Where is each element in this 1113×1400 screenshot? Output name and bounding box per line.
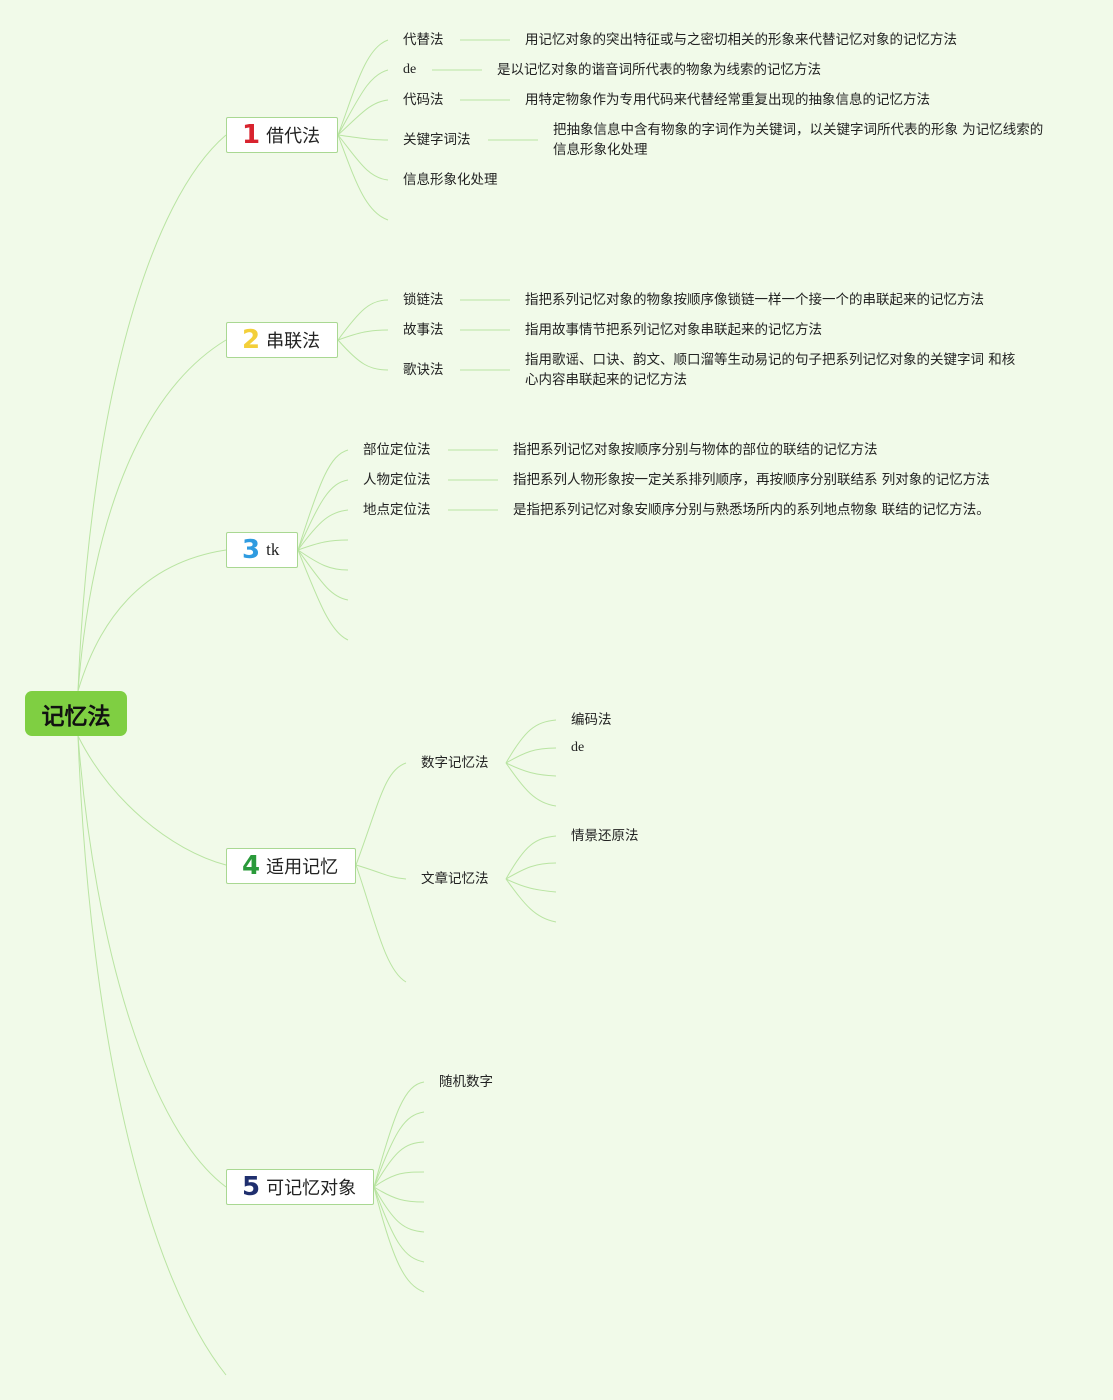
branch-node-4[interactable]: 4 适用记忆 — [226, 848, 356, 884]
topic-label[interactable]: 关键字词法 — [403, 132, 471, 148]
topic-label[interactable]: 信息形象化处理 — [403, 172, 498, 188]
topic-label[interactable]: 故事法 — [403, 322, 444, 338]
topic-label[interactable]: 歌诀法 — [403, 362, 444, 378]
subtopic-label[interactable]: 情景还原法 — [571, 828, 639, 844]
topic-label[interactable]: de — [403, 62, 417, 77]
subgroup-label[interactable]: 文章记忆法 — [421, 871, 489, 887]
topic-label[interactable]: 人物定位法 — [363, 472, 431, 488]
subgroup-label[interactable]: 数字记忆法 — [421, 755, 489, 771]
topic-description: 把抽象信息中含有物象的字词作为关键词，以关键字词所代表的形象 为记忆线索的信息形… — [553, 122, 1044, 158]
branch-label-1: 借代法 — [266, 126, 321, 147]
topic-description: 用特定物象作为专用代码来代替经常重复出现的抽象信息的记忆方法 — [525, 92, 930, 108]
topic-description: 是以记忆对象的谐音词所代表的物象为线索的记忆方法 — [497, 62, 821, 78]
branch-number-2: 2 — [242, 325, 261, 355]
topic-label[interactable]: 随机数字 — [439, 1074, 493, 1090]
branch-node-1[interactable]: 1 借代法 — [226, 117, 338, 153]
topic-description: 指把系列记忆对象的物象按顺序像锁链一样一个接一个的串联起来的记忆方法 — [525, 292, 984, 308]
topic-description: 指把系列人物形象按一定关系排列顺序，再按顺序分别联结系 列对象的记忆方法 — [513, 472, 990, 488]
branch-label-3: tk — [266, 540, 280, 559]
branch-number-5: 5 — [242, 1172, 261, 1202]
topic-label[interactable]: 地点定位法 — [363, 502, 431, 518]
topic-label[interactable]: 锁链法 — [403, 292, 444, 308]
branch-node-5[interactable]: 5 可记忆对象 — [226, 1169, 374, 1205]
topic-description: 指用歌谣、口诀、韵文、顺口溜等生动易记的句子把系列记忆对象的关键字词 和核心内容… — [525, 352, 1016, 388]
topic-label[interactable]: 部位定位法 — [363, 442, 431, 458]
root-label: 记忆法 — [41, 703, 111, 730]
branch-number-3: 3 — [242, 535, 261, 565]
branch-label-2: 串联法 — [266, 331, 321, 352]
topic-description: 指用故事情节把系列记忆对象串联起来的记忆方法 — [525, 322, 822, 338]
topic-description: 用记忆对象的突出特征或与之密切相关的形象来代替记忆对象的记忆方法 — [525, 32, 957, 48]
branch-number-1: 1 — [242, 120, 261, 150]
topic-label[interactable]: 代替法 — [403, 32, 444, 48]
subtopic-label[interactable]: de — [571, 740, 585, 755]
branch-node-3[interactable]: 3 tk — [226, 532, 298, 568]
branch-number-4: 4 — [242, 851, 261, 881]
branch-label-4: 适用记忆 — [266, 857, 339, 878]
subtopic-label[interactable]: 编码法 — [571, 712, 612, 728]
topic-description: 是指把系列记忆对象安顺序分别与熟悉场所内的系列地点物象 联结的记忆方法。 — [513, 502, 990, 518]
topic-label[interactable]: 代码法 — [403, 92, 444, 108]
branch-label-5: 可记忆对象 — [266, 1178, 357, 1199]
topic-description: 指把系列记忆对象按顺序分别与物体的部位的联结的记忆方法 — [513, 442, 878, 458]
branch-node-2[interactable]: 2 串联法 — [226, 322, 338, 358]
root-node[interactable]: 记忆法 — [25, 691, 127, 736]
